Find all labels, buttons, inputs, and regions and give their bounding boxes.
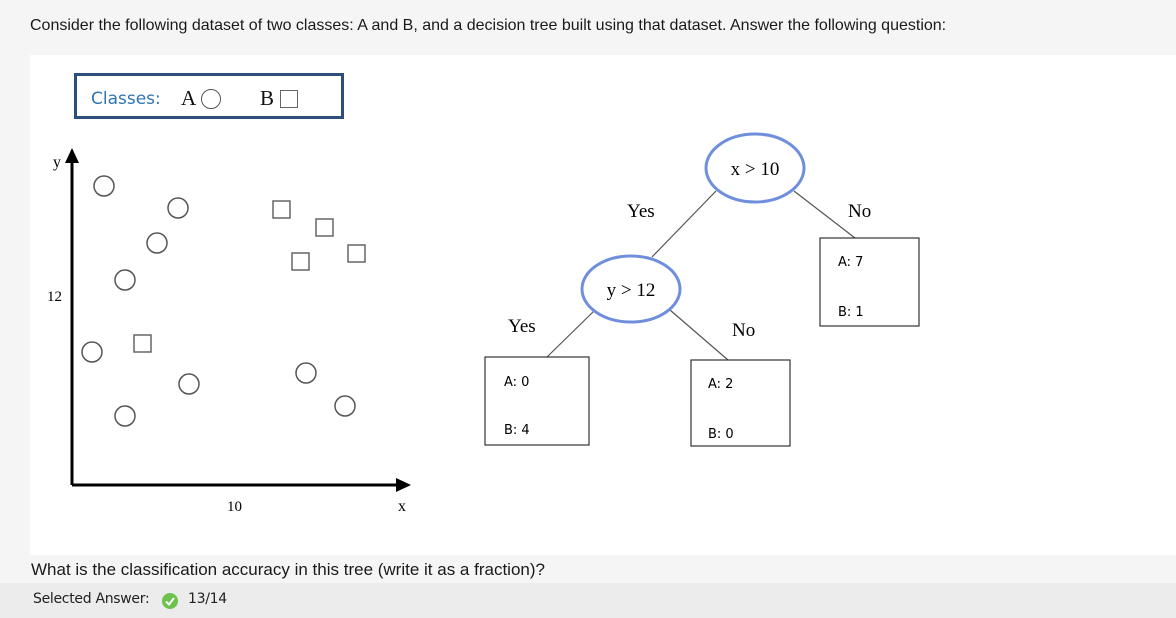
square-icon [280, 90, 298, 108]
point-class-a [178, 373, 200, 395]
inner-condition: y > 12 [607, 280, 656, 301]
legend-class-a: A [181, 86, 197, 110]
point-class-b [272, 200, 291, 219]
figure-panel: y x 12 10 [30, 55, 1176, 555]
point-class-a [146, 232, 168, 254]
dataset-and-tree-figure: y x 12 10 [47, 132, 920, 515]
leaf-inner-no-a: A: 2 [708, 377, 733, 392]
point-class-a [295, 362, 317, 384]
check-circle-icon [162, 593, 178, 609]
point-class-a [114, 405, 136, 427]
circle-icon [201, 89, 221, 109]
root-condition: x > 10 [731, 159, 780, 180]
leaf-root-no-a: A: 7 [838, 255, 863, 270]
root-node [704, 132, 806, 204]
inner-no-label: No [732, 320, 755, 341]
point-class-b [347, 244, 366, 263]
point-class-b [133, 334, 152, 353]
legend-class-b: B [260, 86, 275, 110]
y-axis-arrow [65, 148, 79, 163]
x-tick-label: 10 [227, 499, 242, 515]
leaf-inner-yes-a: A: 0 [504, 375, 529, 390]
inner-yes-label: Yes [508, 316, 536, 337]
question-header: Consider the following dataset of two cl… [30, 17, 947, 34]
legend-label: Classes: [91, 89, 161, 109]
y-axis-label: y [53, 154, 61, 171]
question-text: What is the classification accuracy in t… [31, 560, 545, 579]
point-class-a [81, 341, 103, 363]
leaf-inner-yes-b: B: 4 [504, 423, 530, 438]
edge-root-yes [651, 190, 717, 258]
point-class-a [93, 175, 115, 197]
point-class-a [167, 197, 189, 219]
leaf-inner-yes [484, 356, 590, 446]
selected-answer-value: 13/14 [188, 591, 227, 607]
edge-root-no [793, 190, 856, 239]
y-tick-label: 12 [47, 289, 62, 305]
point-class-b [291, 252, 310, 271]
selected-answer-row: Selected Answer: 13/14 [0, 583, 1176, 618]
x-axis-arrow [396, 478, 411, 492]
leaf-inner-no-b: B: 0 [708, 427, 734, 442]
leaf-inner-no [690, 359, 791, 447]
edge-inner-yes [546, 309, 596, 358]
point-class-b [315, 218, 334, 237]
selected-answer-label: Selected Answer: [33, 591, 150, 607]
inner-node [580, 254, 682, 324]
root-yes-label: Yes [627, 201, 655, 222]
x-axis-label: x [398, 498, 406, 515]
classes-legend: Classes: A B [74, 73, 344, 119]
edge-inner-no [669, 309, 729, 361]
point-class-a [334, 395, 356, 417]
root-no-label: No [848, 201, 871, 222]
leaf-root-no-b: B: 1 [838, 305, 864, 320]
point-class-a [114, 269, 136, 291]
leaf-root-no [819, 237, 920, 327]
